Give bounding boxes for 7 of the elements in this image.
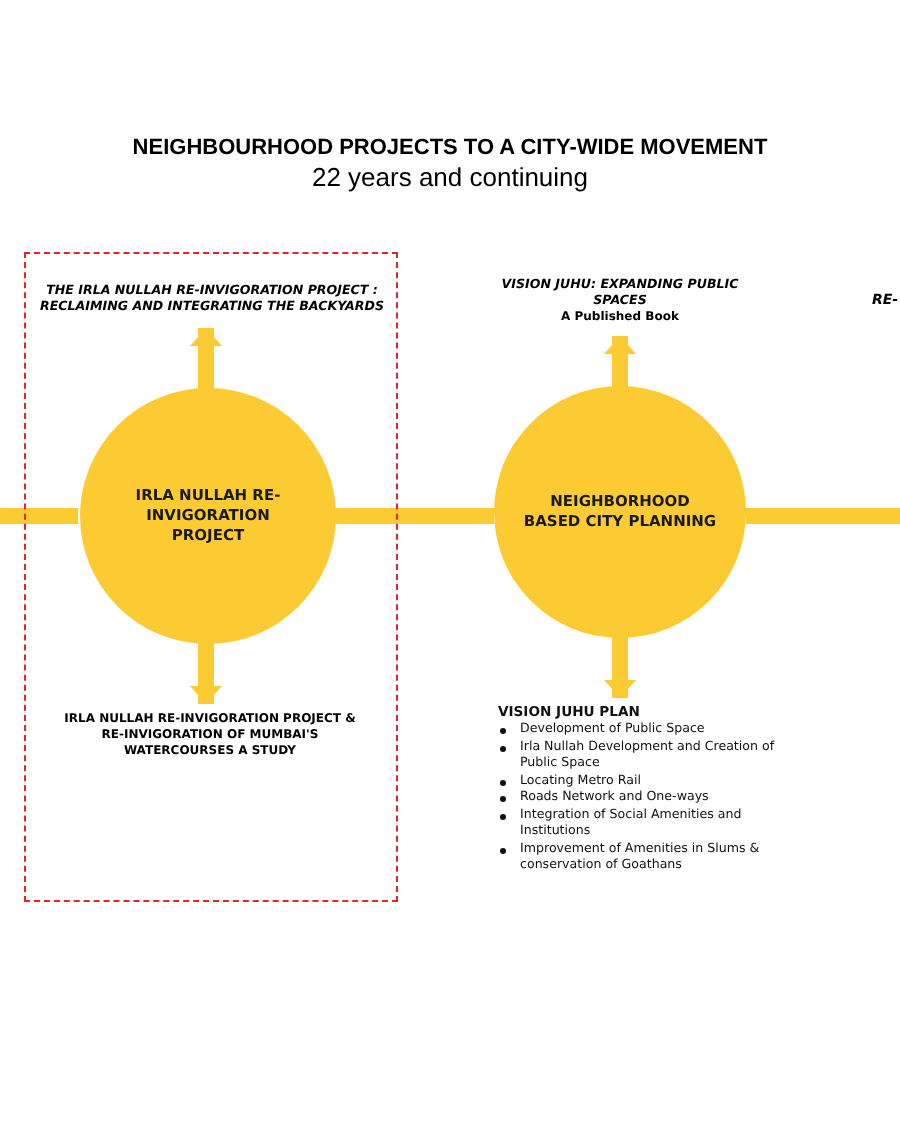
connector-band bbox=[334, 508, 494, 524]
arrow bbox=[190, 328, 222, 394]
connector-band bbox=[746, 508, 900, 524]
subtitle: 22 years and continuing bbox=[309, 162, 591, 192]
diagram-title: NEIGHBOURHOOD PROJECTS TO A CITY-WIDE MOVEMENT bbox=[130, 136, 770, 160]
connector-band bbox=[0, 508, 78, 524]
dashed-group-frame bbox=[24, 252, 398, 902]
